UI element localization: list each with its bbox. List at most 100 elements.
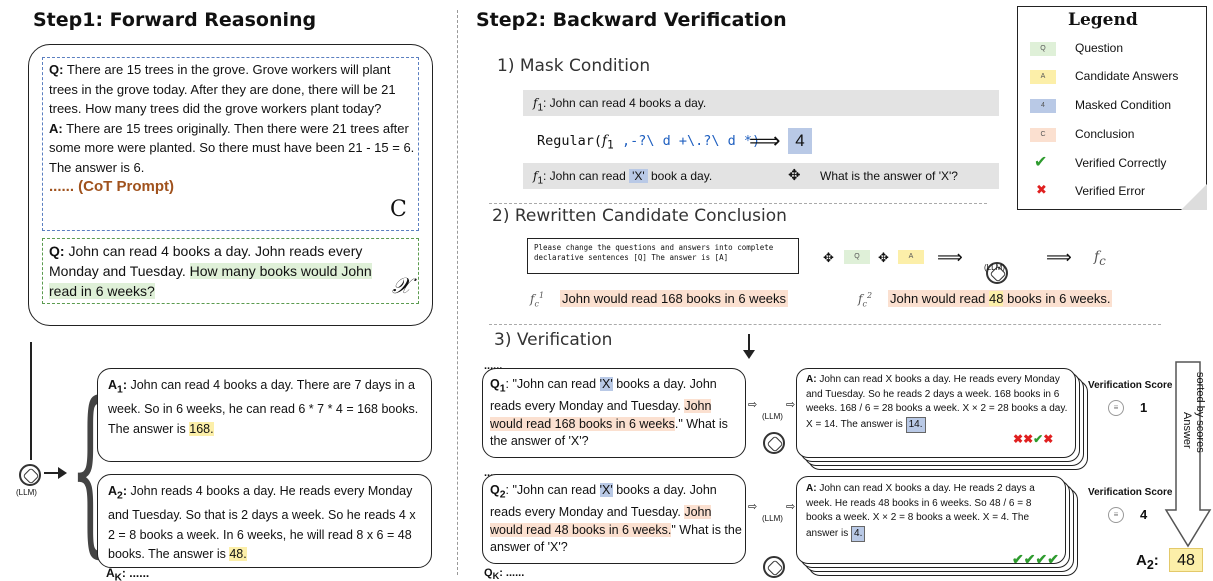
legend-label-answer: Candidate Answers (1075, 69, 1179, 83)
answer-2-text: A2: John reads 4 books a day. He reads e… (108, 484, 416, 561)
llm-label-3: (LLM) (762, 412, 783, 421)
legend-label-correct: Verified Correctly (1075, 156, 1167, 170)
fc-symbol: fc (1094, 249, 1106, 268)
card2-marks: ✔✔✔✔ (1012, 551, 1059, 567)
a1-label: A (108, 378, 118, 392)
card1-marks: ✖✖✔✖ (1013, 432, 1054, 446)
legend-curl (1181, 184, 1207, 210)
mask-condition-title: 1) Mask Condition (497, 56, 651, 76)
arrow-shaft (44, 472, 60, 474)
plus-icon: ✥ (788, 167, 801, 184)
q-swatch: Q (844, 250, 870, 264)
c-symbol: C (390, 197, 407, 222)
legend-label-masked: Masked Condition (1075, 98, 1172, 112)
a2-text: John reads 4 books a day. He reads every… (108, 484, 416, 561)
score-2: 4 (1140, 507, 1148, 522)
arrow-head (58, 467, 67, 479)
step1-title: Step1: Forward Reasoning (33, 9, 317, 31)
qk-label: QK: ...... (484, 567, 525, 581)
legend-title: Legend (1068, 10, 1138, 30)
q-text: There are 15 trees in the grove. Grove w… (49, 62, 396, 116)
llm-label: (LLM) (16, 488, 37, 497)
a2-sub: 2 (117, 490, 123, 502)
f1-bar (523, 90, 999, 116)
plus-icon-1: ✥ (823, 250, 834, 265)
card2-text: A: John can read X books a day. He reads… (806, 482, 1056, 542)
q2-label: Q: (49, 243, 65, 259)
verification-card-2 (796, 476, 1066, 564)
q1-card (482, 368, 746, 458)
legend-label-conclusion: Conclusion (1075, 127, 1135, 141)
a-swatch: A (898, 250, 924, 264)
verification-card-1 (796, 368, 1076, 458)
legend-label-error: Verified Error (1075, 184, 1146, 198)
final-answer-label: A2: (1136, 552, 1159, 572)
final-answer-value: 48 (1169, 548, 1203, 572)
legend-swatch-conclusion: C (1030, 128, 1056, 142)
llm-label-4: (LLM) (762, 514, 783, 523)
arrow-out-2: ⇨ (786, 501, 796, 513)
f1-text: f1: John can read 4 books a day. (533, 96, 707, 114)
cot-prompt-label: ...... (CoT Prompt) (49, 178, 174, 195)
step2-title: Step2: Backward Verification (476, 9, 787, 31)
q2-text: Q2: "John can read 'X' books a day. John… (490, 483, 742, 554)
flow-line (30, 342, 32, 460)
arrow-out-1: ⇨ (786, 399, 796, 411)
arrow-in-1: ⇨ (748, 399, 758, 411)
llm-icon (19, 464, 41, 486)
arrow-2: ⟹ (1046, 247, 1072, 267)
implies-arrow: ⟹ (749, 128, 781, 153)
conclusion-2: John would read 48 books in 6 weeks. (888, 290, 1113, 307)
score-title-2: Verification Score (1088, 487, 1173, 498)
legend-swatch-answer: A (1030, 70, 1056, 84)
score-icon-1: ≡ (1108, 400, 1124, 416)
a-text: There are 15 trees originally. Then ther… (49, 120, 415, 175)
x-symbol: 𝒳 (392, 274, 411, 299)
llm-label-2: (LLM) (984, 263, 1005, 272)
conclusion-1: John would read 168 books in 6 weeks (560, 290, 789, 307)
cot-prompt-box (42, 57, 419, 231)
llm-icon-2 (986, 262, 1008, 284)
section-divider-2 (489, 324, 1161, 325)
forward-reasoning-panel (28, 44, 433, 326)
cot-prompt-text: Q: There are 15 trees in the grove. Grov… (49, 60, 417, 197)
score-1: 1 (1140, 400, 1148, 415)
q-label: Q: (49, 62, 64, 77)
sort-answer-label: Answer (1181, 412, 1193, 449)
sort-arrow (1164, 361, 1212, 548)
score-title-1: Verification Score (1088, 380, 1173, 391)
a1-answer: 168. (189, 421, 214, 436)
arrow-1: ⟹ (937, 247, 963, 267)
vertical-divider (457, 10, 458, 575)
masked-value: 4 (788, 128, 812, 154)
masked-sentence: f1: John can read 'X' book a day. (533, 169, 713, 187)
cross-icon: ✖ (1036, 182, 1047, 197)
q2-card (482, 474, 746, 564)
legend-swatch-question: Q (1030, 42, 1056, 56)
verification-title: 3) Verification (494, 330, 613, 350)
ak-label: AK: ...... (106, 566, 150, 581)
q2-text-a: John can read 4 books a day. John reads … (49, 243, 363, 279)
card1-text: A: John can read X books a day. He reads… (806, 373, 1071, 433)
answer-card-2 (97, 474, 432, 568)
a2-answer: 48. (229, 547, 247, 561)
down-arrow-shaft (748, 334, 750, 352)
a1-text: John can read 4 books a day. There are 7… (108, 378, 419, 436)
plus-icon-2: ✥ (878, 250, 889, 265)
llm-icon-3 (763, 432, 785, 454)
fc2-symbol: fc2 (858, 291, 873, 309)
answer-card-1 (97, 368, 432, 462)
sort-label: sorted by scores (1194, 372, 1206, 453)
a-label: A: (49, 120, 63, 136)
regular-expression: Regular(f1 ,-?\ d +\.?\ d *) (537, 133, 761, 152)
legend-swatch-masked: 4 (1030, 99, 1056, 113)
prompt-box: Please change the questions and answers … (527, 238, 799, 274)
answer-1-text: A1: John can read 4 books a day. There a… (108, 378, 419, 436)
a2-label: A (108, 484, 118, 498)
down-arrow-head (743, 350, 755, 359)
question-box (42, 238, 419, 304)
arrow-in-2: ⇨ (748, 501, 758, 513)
a1-sub: 1 (117, 384, 123, 396)
q1-text: Q1: "John can read 'X' books a day. John… (490, 377, 728, 448)
check-icon: ✔ (1034, 154, 1048, 171)
